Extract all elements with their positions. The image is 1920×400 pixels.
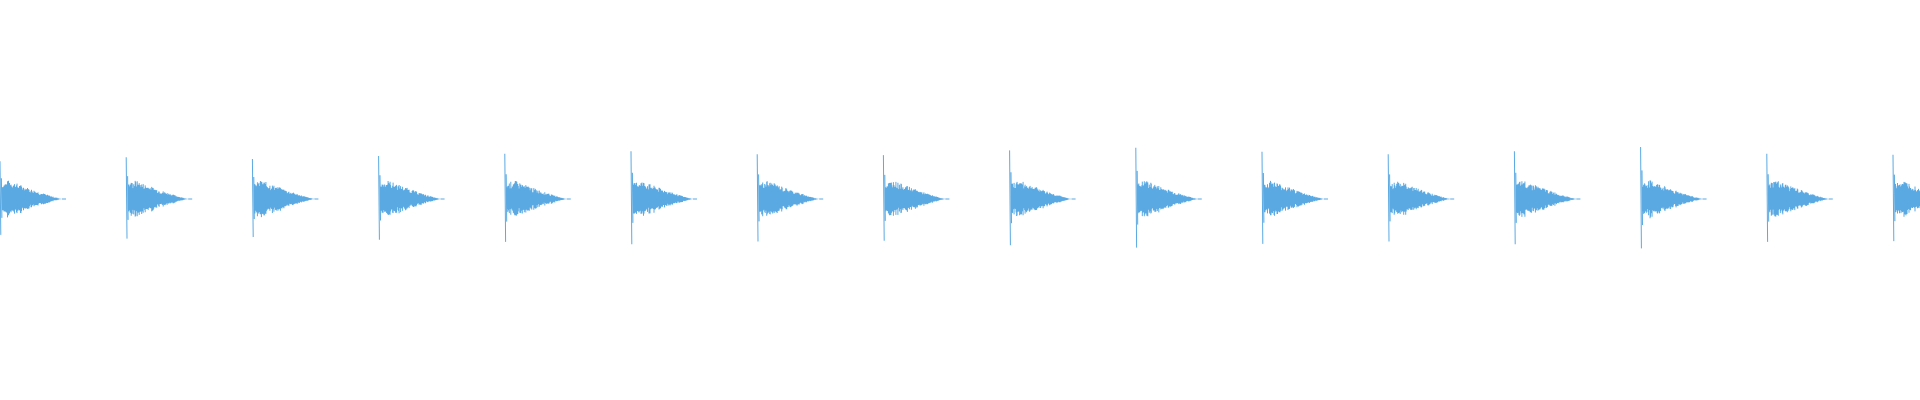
- waveform-pulse: [1892, 154, 1920, 242]
- waveform-pulses: [0, 146, 1920, 249]
- waveform-pulse: [756, 154, 824, 242]
- waveform-pulse: [882, 155, 950, 241]
- waveform-pulse: [1513, 151, 1581, 245]
- waveform-pulse: [1135, 147, 1202, 248]
- waveform-pulse: [125, 157, 193, 239]
- waveform-pulse: [1261, 151, 1328, 244]
- waveform-pulse: [0, 161, 66, 235]
- waveform-pulse: [504, 153, 571, 242]
- waveform-pulse: [251, 158, 319, 238]
- waveform-pulse: [1640, 146, 1707, 249]
- waveform-pulse: [378, 155, 445, 240]
- waveform-pulse: [1766, 153, 1833, 242]
- waveform-pulse: [630, 151, 697, 245]
- waveform-pulse: [1387, 154, 1455, 242]
- waveform-pulse: [1009, 150, 1076, 246]
